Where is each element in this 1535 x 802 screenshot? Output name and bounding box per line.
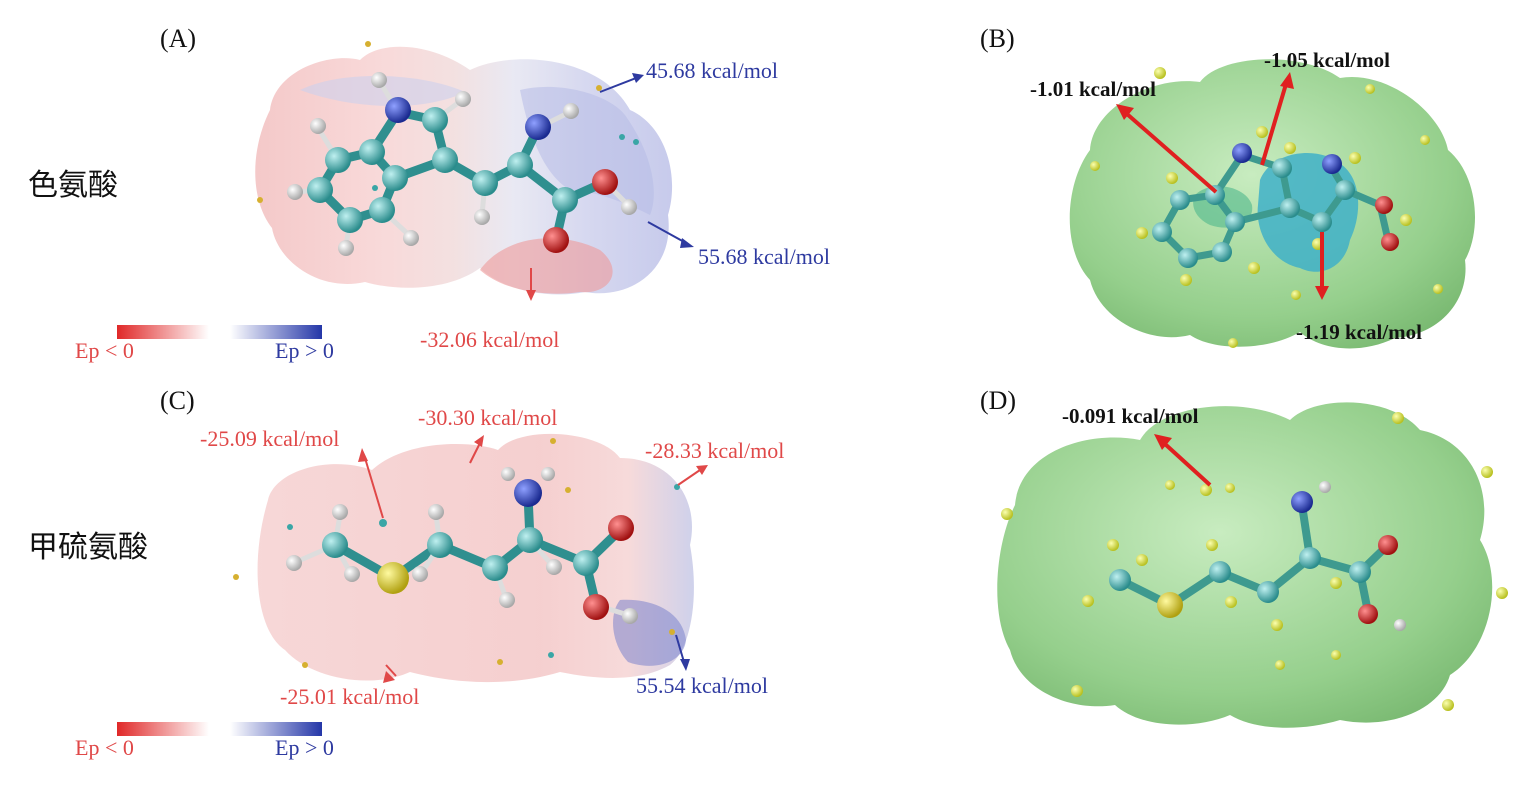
methionine-molecule: [233, 438, 680, 668]
panel-d-arrows: [1154, 434, 1212, 487]
value-b-1: -1.01 kcal/mol: [1030, 77, 1156, 101]
panel-c-arrows: [358, 435, 708, 683]
value-b-2: -1.05 kcal/mol: [1264, 48, 1390, 72]
panel-b-label: (B): [980, 24, 1015, 53]
panel-b-molecule: [1090, 67, 1443, 348]
tryptophan-molecule: [257, 41, 639, 256]
value-a-1: 45.68 kcal/mol: [646, 58, 778, 83]
legend-c-negative: Ep < 0: [75, 735, 134, 760]
value-c-1: -25.09 kcal/mol: [200, 426, 340, 451]
legend-a-negative: Ep < 0: [75, 338, 134, 363]
panel-c-legend: [117, 722, 322, 736]
panel-d-label: (D): [980, 386, 1017, 415]
value-b-3: -1.19 kcal/mol: [1296, 320, 1422, 344]
panel-b-surface: [1069, 59, 1476, 349]
panel-d-molecule: [1001, 412, 1508, 711]
panel-d-surface: [997, 402, 1493, 728]
value-a-2: 55.68 kcal/mol: [698, 244, 830, 269]
panel-a-legend: [117, 325, 322, 339]
methionine-name: 甲硫氨酸: [28, 530, 148, 565]
panel-c-label: (C): [160, 386, 195, 415]
panel-a-arrows: [526, 73, 694, 301]
value-d-1: -0.091 kcal/mol: [1062, 404, 1199, 428]
legend-a-positive: Ep > 0: [275, 338, 334, 363]
panel-a-label: (A): [160, 24, 197, 53]
legend-c-positive: Ep > 0: [275, 735, 334, 760]
value-a-3: -32.06 kcal/mol: [420, 327, 560, 352]
value-c-4: -25.01 kcal/mol: [280, 684, 420, 709]
tryptophan-name: 色氨酸: [28, 168, 118, 203]
value-c-5: 55.54 kcal/mol: [636, 673, 768, 698]
value-c-3: -28.33 kcal/mol: [645, 438, 785, 463]
panel-b-arrows: [1116, 72, 1329, 300]
value-c-2: -30.30 kcal/mol: [418, 405, 558, 430]
